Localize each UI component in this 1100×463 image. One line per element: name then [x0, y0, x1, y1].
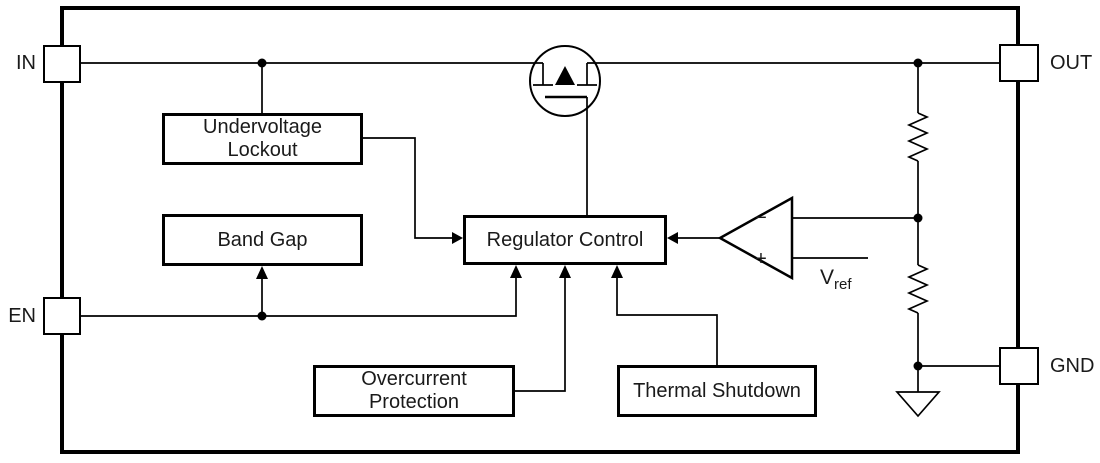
junction-dot — [913, 213, 923, 223]
arrowhead — [611, 265, 623, 278]
block-thermal-shutdown: Thermal Shutdown — [617, 365, 817, 417]
chip-boundary — [60, 6, 1020, 454]
arrowhead — [452, 232, 463, 244]
ocp-to-regulator-wire — [515, 265, 571, 392]
pin-en-label: EN — [8, 305, 36, 327]
pin-gnd-pad — [999, 347, 1039, 385]
junction-dot — [913, 361, 923, 371]
error-amplifier-icon — [717, 195, 794, 281]
block-label: Undervoltage — [203, 116, 322, 138]
junction-dot — [257, 58, 267, 68]
vref-label: Vref — [820, 266, 852, 293]
pass-transistor-icon — [529, 45, 601, 215]
junction-dot — [257, 311, 267, 321]
resistor-top-icon — [906, 112, 930, 162]
block-overcurrent-protection: Overcurrent Protection — [313, 365, 515, 417]
block-label: Regulator Control — [486, 228, 644, 251]
pin-out-pad — [999, 44, 1039, 82]
ground-icon — [895, 391, 941, 418]
thermal-to-regulator-wire — [611, 265, 718, 365]
noninverting-input-sign: + — [755, 248, 767, 270]
block-regulator-control: Regulator Control — [463, 215, 667, 265]
arrowhead — [559, 265, 571, 278]
pin-in-pad — [43, 45, 81, 83]
pin-out-label: OUT — [1050, 52, 1093, 74]
resistor-bottom-icon — [906, 264, 930, 314]
block-label: Band Gap — [217, 228, 308, 251]
junction-dot — [913, 58, 923, 68]
uvlo-to-regulator-wire — [363, 137, 463, 244]
block-undervoltage-lockout: Undervoltage Lockout — [162, 113, 363, 165]
block-band-gap: Band Gap — [162, 214, 363, 266]
arrowhead — [510, 265, 522, 278]
block-label: Thermal Shutdown — [633, 379, 801, 402]
block-label: Protection — [368, 391, 460, 413]
arrowhead — [667, 232, 678, 244]
arrowhead — [256, 266, 268, 279]
pin-gnd-label: GND — [1050, 355, 1095, 377]
block-label: Overcurrent — [361, 368, 467, 390]
inverting-input-sign: − — [755, 207, 767, 229]
en-to-bandgap-wire — [256, 266, 268, 316]
feedback-divider — [895, 63, 999, 418]
pin-en-pad — [43, 297, 81, 335]
en-rail — [81, 265, 522, 317]
amplifier-to-regulator-wire — [667, 232, 720, 244]
pin-in-label: IN — [16, 52, 36, 74]
block-label: Lockout — [227, 139, 298, 161]
